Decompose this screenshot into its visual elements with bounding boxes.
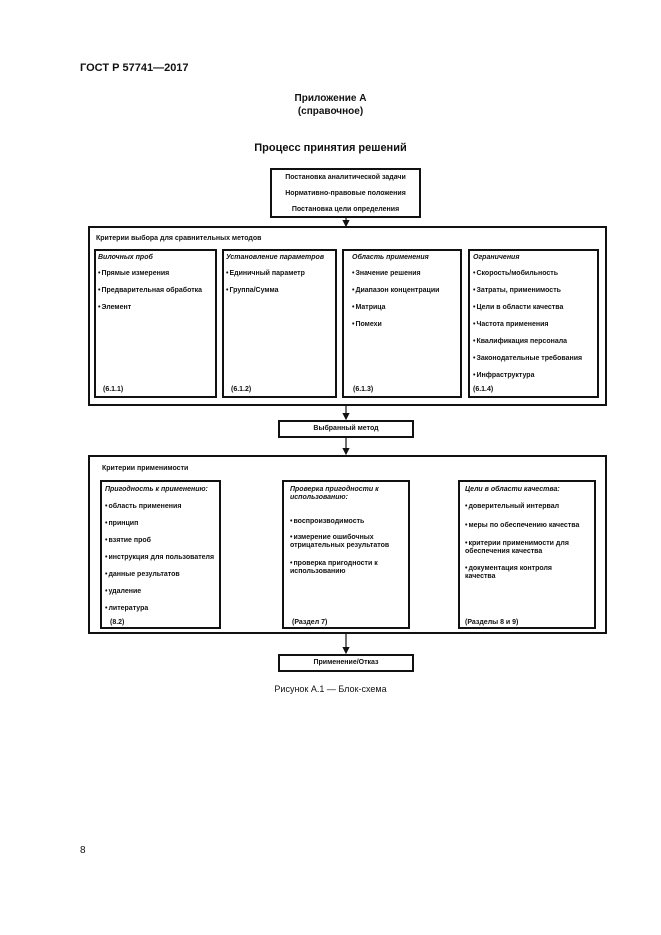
criteria-col3-ref: (6.1.3) xyxy=(353,386,374,393)
document-id: ГОСТ Р 57741—2017 xyxy=(80,62,189,74)
list-item: Частота применения xyxy=(473,321,548,329)
list-item: Прямые измерения xyxy=(98,270,169,278)
applicability-col3-ref: (Разделы 8 и 9) xyxy=(465,619,519,626)
criteria-column-2: Установление параметров Единичный параме… xyxy=(222,249,337,398)
criteria-col3-title: Область применения xyxy=(352,254,429,261)
applicability-column-1: Пригодность к применению: область примен… xyxy=(100,480,221,629)
list-item: Группа/Сумма xyxy=(226,287,278,295)
list-item: инструкция для пользователя xyxy=(105,554,214,562)
list-item: воспроизводимость xyxy=(290,518,364,526)
list-item: Цели в области качества xyxy=(473,304,563,312)
applicability-column-2: Проверка пригодности к использованию: во… xyxy=(282,480,410,629)
task-line-2: Нормативно-правовые положения xyxy=(285,190,406,197)
list-item: область применения xyxy=(105,503,181,511)
task-line-1: Постановка аналитической задачи xyxy=(285,174,406,181)
decision-box: Применение/Отказ xyxy=(278,654,414,672)
criteria-column-3: Область применения Значение решения Диап… xyxy=(342,249,462,398)
list-item: Элемент xyxy=(98,304,131,312)
task-line-3: Постановка цели определения xyxy=(291,206,400,213)
task-definition-box: Постановка аналитической задачи Норматив… xyxy=(270,168,421,218)
criteria-col1-title: Вилочных проб xyxy=(98,254,153,261)
list-item: Значение решения xyxy=(352,270,420,278)
selection-criteria-box: Критерии выбора для сравнительных методо… xyxy=(88,226,607,406)
applicability-col3-title: Цели в области качества: xyxy=(465,486,560,493)
list-item: Инфраструктура xyxy=(473,372,534,380)
list-item: Квалификация персонала xyxy=(473,338,567,346)
list-item: документация контроля качества xyxy=(465,565,569,581)
criteria-col2-ref: (6.1.2) xyxy=(231,386,252,393)
list-item: Законодательные требования xyxy=(473,355,582,363)
list-item: Диапазон концентрации xyxy=(352,287,439,295)
applicability-col2-ref: (Раздел 7) xyxy=(292,619,328,626)
list-item: измерение ошибочных отрицательных резуль… xyxy=(290,534,408,550)
applicability-col2-title: Проверка пригодности к использованию: xyxy=(290,486,379,501)
list-item: данные результатов xyxy=(105,571,179,579)
selected-method-box: Выбранный метод xyxy=(278,420,414,438)
decision-label: Применение/Отказ xyxy=(313,659,379,666)
criteria-column-4: Ограничения Скорость/мобильность Затраты… xyxy=(468,249,599,398)
criteria-col4-title: Ограничения xyxy=(473,254,520,261)
applicability-column-3: Цели в области качества: доверительный и… xyxy=(458,480,596,629)
list-item: принцип xyxy=(105,520,138,528)
selected-method-label: Выбранный метод xyxy=(313,425,379,432)
list-item: Единичный параметр xyxy=(226,270,304,278)
list-item: доверительный интервал xyxy=(465,503,559,511)
list-item: литература xyxy=(105,605,148,613)
annex-heading: Приложение А (справочное) xyxy=(0,92,661,118)
list-item: Матрица xyxy=(352,304,385,312)
figure-caption: Рисунок А.1 — Блок-схема xyxy=(274,684,387,694)
list-item: меры по обеспечению качества xyxy=(465,522,579,530)
criteria-column-1: Вилочных проб Прямые измерения Предварит… xyxy=(94,249,217,398)
criteria-col4-ref: (6.1.4) xyxy=(473,386,494,393)
criteria-col1-ref: (6.1.1) xyxy=(103,386,124,393)
list-item: удаление xyxy=(105,588,141,596)
list-item: взятие проб xyxy=(105,537,151,545)
applicability-col1-ref: (8.2) xyxy=(110,619,125,626)
list-item: Помехи xyxy=(352,321,381,329)
list-item: проверка пригодности к использованию xyxy=(290,560,390,576)
criteria-col2-title: Установление параметров xyxy=(226,254,325,261)
annex-subtitle: (справочное) xyxy=(297,106,364,117)
list-item: критерии применимости для обеспечения ка… xyxy=(465,540,593,556)
annex-title: Приложение А xyxy=(294,93,367,104)
page-number: 8 xyxy=(80,845,86,856)
list-item: Затраты, применимость xyxy=(473,287,560,295)
applicability-title: Критерии применимости xyxy=(102,465,189,472)
applicability-criteria-box: Критерии применимости Пригодность к прим… xyxy=(88,455,607,634)
selection-criteria-title: Критерии выбора для сравнительных методо… xyxy=(96,235,262,242)
list-item: Предварительная обработка xyxy=(98,287,202,295)
list-item: Скорость/мобильность xyxy=(473,270,558,278)
figure-title: Процесс принятия решений xyxy=(254,142,407,154)
applicability-col1-title: Пригодность к применению: xyxy=(105,486,208,493)
